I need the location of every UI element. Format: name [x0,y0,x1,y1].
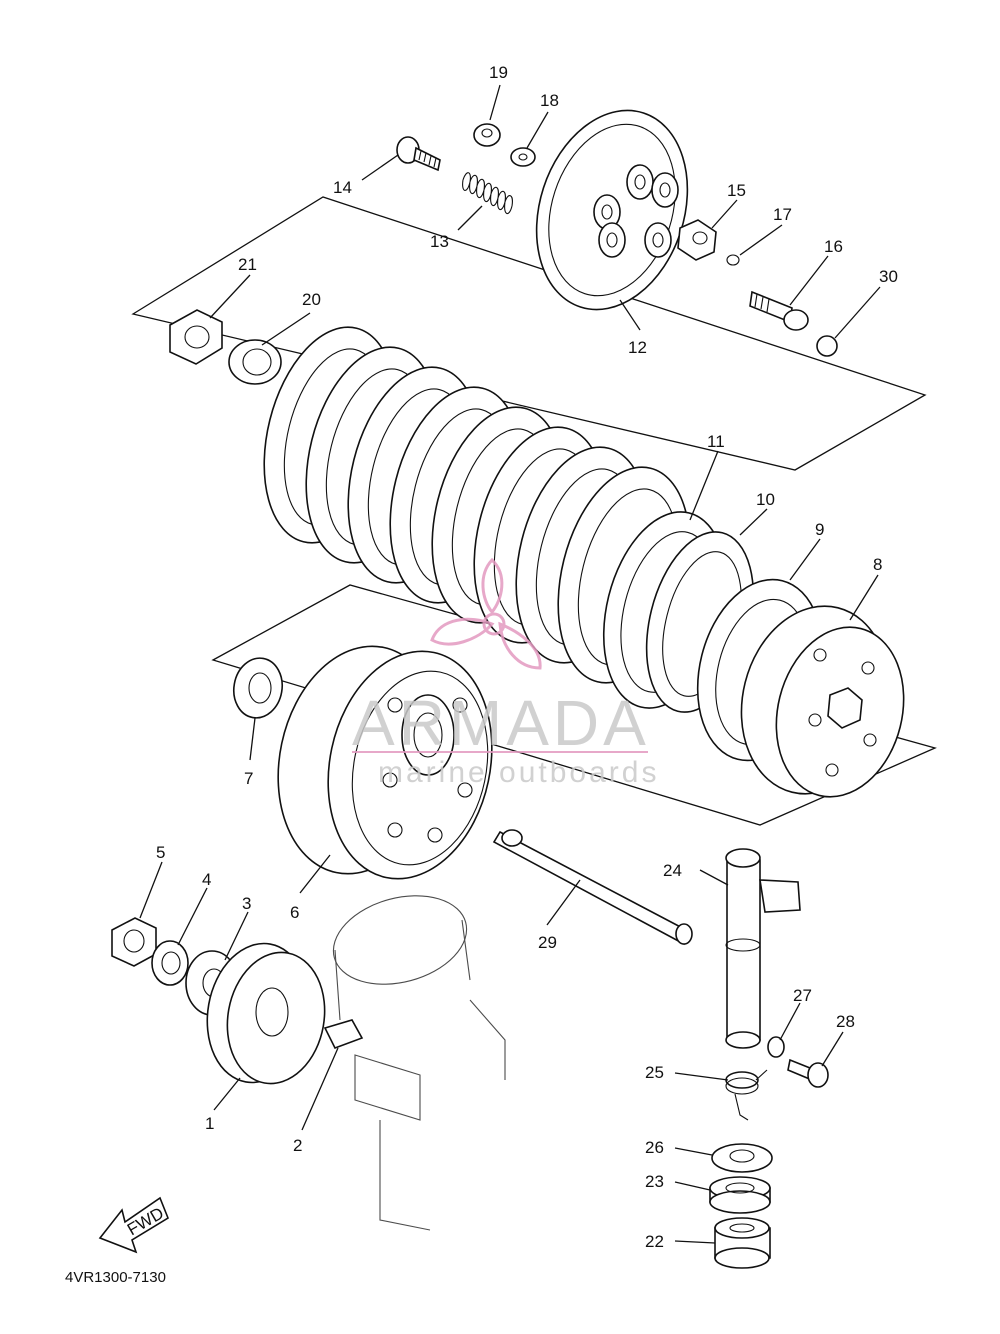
part-13-spring [462,172,513,214]
callout-10: 10 [756,490,775,509]
upper-assembly-frame [131,196,927,471]
part-14-bolt [396,136,441,172]
callout-25: 25 [645,1063,664,1082]
part-24-push-lever [725,848,801,1049]
part-30-ball [816,335,838,357]
callout-29: 29 [538,933,557,952]
callout-2: 2 [293,1136,302,1155]
part-15-nut [677,219,717,261]
part-22-bushing [714,1217,771,1269]
part-17-o-ring [726,254,740,266]
lower-assembly-frame [211,584,937,826]
callout-4: 4 [202,870,211,889]
callout-6: 6 [290,903,299,922]
callout-22: 22 [645,1232,664,1251]
leader-lines [139,84,881,1244]
callout-23: 23 [645,1172,664,1191]
part-6-clutch-housing [277,645,493,880]
part-25-spring [725,1069,768,1121]
part-28-screw [787,1058,829,1088]
part-8-clutch-boss [740,605,905,798]
callout-1: 1 [205,1114,214,1133]
armada-watermark: ARMADA marine outboards [352,557,659,789]
callout-20: 20 [302,290,321,309]
part-23-bearing [709,1176,771,1214]
callout-12: 12 [628,338,647,357]
callout-21: 21 [238,255,257,274]
part-29-push-rod [492,829,693,946]
callout-3: 3 [242,894,251,913]
diagram-part-code: 4VR1300-7130 [65,1269,166,1286]
callout-17: 17 [773,205,792,224]
watermark-brand: ARMADA [352,687,650,759]
callout-5: 5 [156,843,165,862]
fwd-arrow: FWD [98,1196,169,1254]
callout-18: 18 [540,91,559,110]
crankshaft-silhouette [332,895,506,1231]
callout-27: 27 [793,986,812,1005]
part-7-thrust-washer [232,657,284,719]
callout-9: 9 [815,520,824,539]
callout-13: 13 [430,232,449,251]
part-16-push-rod [749,290,809,331]
part-20-lock-washer [228,339,282,385]
watermark-tagline: marine outboards [378,756,659,789]
callout-11: 11 [707,432,725,451]
callout-15: 15 [727,181,746,200]
callout-24: 24 [663,861,682,880]
callout-26: 26 [645,1138,664,1157]
callout-8: 8 [873,555,882,574]
callout-28: 28 [836,1012,855,1031]
callout-30: 30 [879,267,898,286]
part-19-nut [473,123,501,147]
callout-16: 16 [824,237,843,256]
part-18-washer [510,147,536,167]
part-26-washer [711,1143,773,1173]
callout-14: 14 [333,178,352,197]
callout-7: 7 [244,769,253,788]
part-1-drive-gear [206,942,326,1085]
part-21-nut [169,309,223,365]
propeller-logo [430,557,542,670]
part-4-lock-washer [151,940,189,986]
part-2-key [323,1019,364,1049]
callout-labels: 1 2 3 4 5 6 7 8 9 10 11 12 13 14 15 16 1… [156,63,898,1251]
part-12-pressure-plate [535,109,689,311]
part-27-washer [767,1036,785,1058]
callout-19: 19 [489,63,508,82]
part-5-nut [111,917,157,967]
